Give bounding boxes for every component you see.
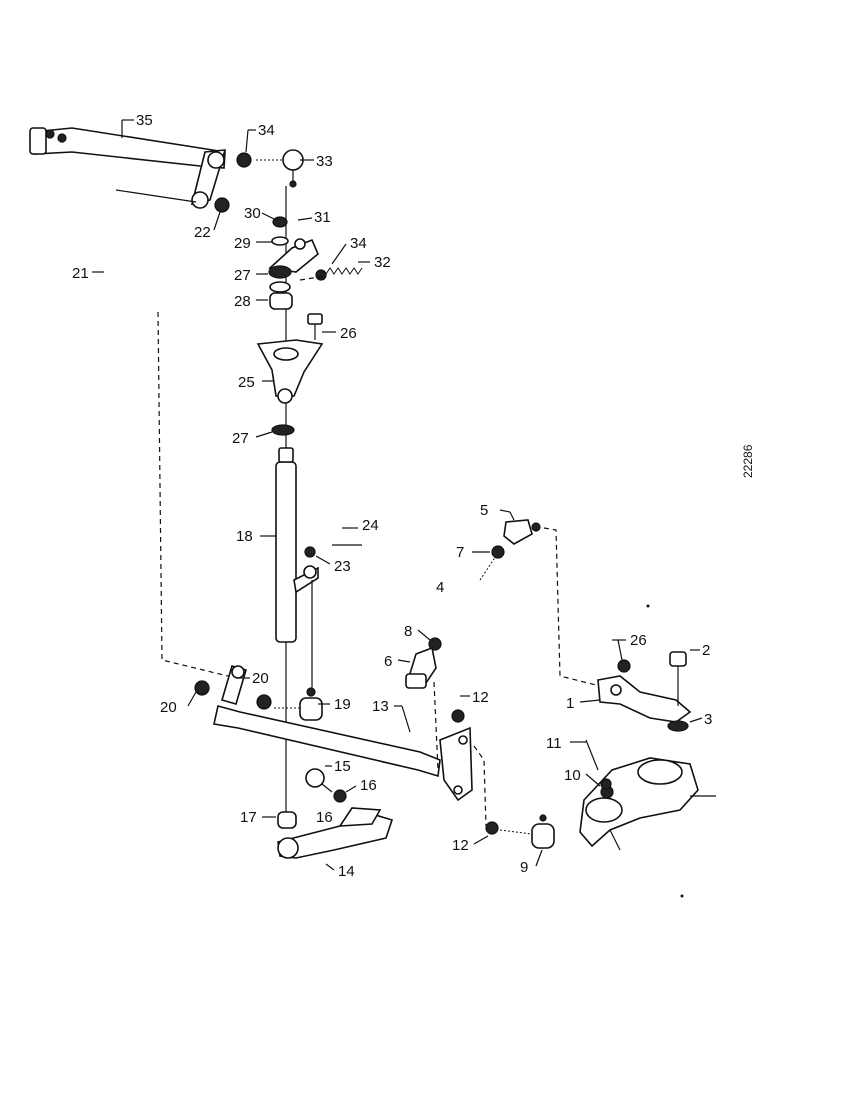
- part-16-nut: [333, 789, 347, 803]
- part-14-lower-lever: [277, 807, 394, 859]
- callout-30: 30: [244, 205, 261, 222]
- callout-16: 16: [316, 809, 333, 826]
- callout-5: 5: [480, 502, 488, 519]
- callout-15: 15: [334, 758, 351, 775]
- part-20-right-nut: [256, 694, 272, 710]
- callout-2: 2: [702, 642, 710, 659]
- callout-11: 11: [546, 735, 562, 752]
- part-32-spring: [299, 267, 363, 281]
- part-6-end-fitting: [405, 646, 437, 689]
- part-22-nut: [214, 197, 230, 213]
- callout-25: 25: [238, 374, 255, 391]
- part-31-bracket: [268, 238, 319, 273]
- callout-33: 33: [316, 153, 333, 170]
- part-2-bolt: [669, 651, 687, 706]
- callout-13: 13: [372, 698, 389, 715]
- part-26-nut: [617, 659, 631, 673]
- callout-20: 20: [252, 670, 269, 687]
- part-12-upper-nut: [451, 709, 465, 723]
- assembly-line-13-to-12: [473, 745, 487, 827]
- part-18-shaft: [275, 447, 297, 820]
- diagram-reference-code: 22286: [741, 444, 755, 478]
- callout-4: 4: [436, 579, 444, 596]
- callout-18: 18: [236, 528, 253, 545]
- gearbox-housing: [579, 757, 716, 851]
- callout-21: 21: [72, 265, 89, 282]
- callout-17: 17: [240, 809, 257, 826]
- callout-9: 9: [520, 859, 528, 876]
- part-29-washer: [271, 236, 289, 246]
- leader-lines: [92, 119, 703, 871]
- part-9-ball-joint: [499, 814, 555, 849]
- callout-24: 24: [362, 517, 379, 534]
- part-21-rod: [99, 188, 197, 314]
- part-17-bushing: [277, 811, 297, 829]
- part-26-bolt: [307, 313, 323, 340]
- part-11-pin: [585, 739, 599, 771]
- callout-22: 22: [194, 224, 211, 241]
- part-4-link-rod: [435, 551, 499, 645]
- part-27-upper-washer: [268, 265, 292, 293]
- callout-1: 1: [566, 695, 574, 712]
- callout-8: 8: [404, 623, 412, 640]
- assembly-line-5-to-1: [543, 527, 601, 687]
- callout-26: 26: [630, 632, 647, 649]
- part-28-bushing: [269, 292, 293, 310]
- callout-27: 27: [232, 430, 249, 447]
- callout-20: 20: [160, 699, 177, 716]
- part-35-lever-arm: [29, 127, 227, 209]
- callout-10: 10: [564, 767, 581, 784]
- part-3-washer: [667, 720, 689, 732]
- callout-35: 35: [136, 112, 153, 129]
- callout-34: 34: [350, 235, 367, 252]
- callout-26: 26: [340, 325, 357, 342]
- callout-12: 12: [452, 837, 469, 854]
- callout-28: 28: [234, 293, 251, 310]
- part-19-ball-joint: [274, 687, 323, 721]
- part-27-lower-washer: [271, 424, 295, 436]
- part-10-nut: [600, 778, 612, 790]
- part-25-bracket: [256, 339, 324, 404]
- part-30-nut: [272, 216, 288, 228]
- part-5-end-fitting: [503, 519, 541, 545]
- part-7-nut: [491, 545, 505, 559]
- callout-31: 31: [314, 209, 331, 226]
- part-12-lower-nut: [485, 821, 499, 835]
- callout-labels: 35 34 33 22 30 31 21 29 34 32 27 28 26 2…: [72, 112, 712, 880]
- part-23-arm: [293, 546, 319, 594]
- part-1-bracket: [597, 675, 692, 723]
- part-34-upper-nut: [236, 152, 252, 168]
- part-33-ball-joint: [256, 149, 304, 188]
- callout-6: 6: [384, 653, 392, 670]
- callout-23: 23: [334, 558, 351, 575]
- part-34-spring-nut: [315, 269, 327, 281]
- part-20-left-nut: [194, 680, 210, 696]
- callout-14: 14: [338, 863, 355, 880]
- callout-34: 34: [258, 122, 275, 139]
- stray-dot: [680, 894, 684, 898]
- part-8-nut: [428, 637, 442, 651]
- stray-dot: [646, 604, 650, 608]
- assembly-line-21-to-13: [157, 311, 237, 679]
- callout-32: 32: [374, 254, 391, 271]
- callout-27: 27: [234, 267, 251, 284]
- part-15-bolt: [305, 768, 333, 793]
- callout-12: 12: [472, 689, 489, 706]
- callout-19: 19: [334, 696, 351, 713]
- callout-3: 3: [704, 711, 712, 728]
- callout-29: 29: [234, 235, 251, 252]
- assembly-line-6-to-9: [433, 681, 439, 771]
- callout-7: 7: [456, 544, 464, 561]
- callout-16: 16: [360, 777, 377, 794]
